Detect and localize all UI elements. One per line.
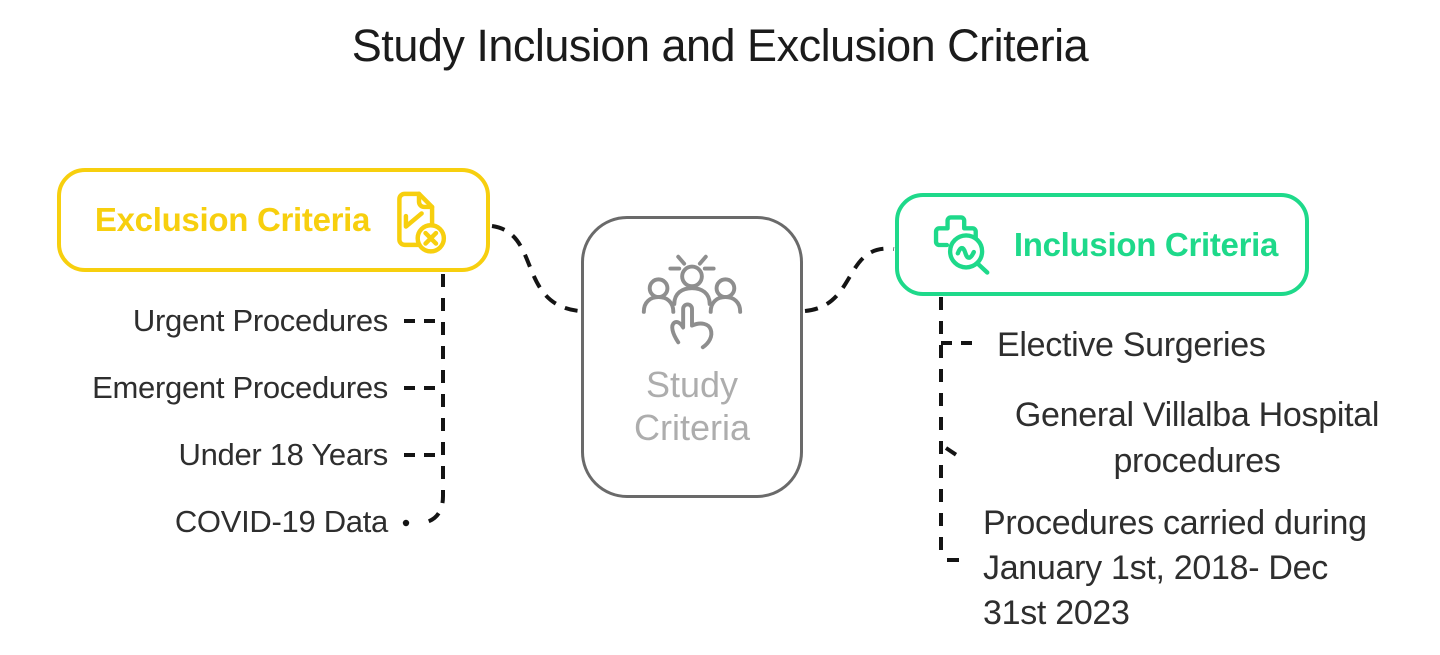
document-x-icon [397,191,447,254]
connector-exclusion-center [491,224,580,313]
study-criteria-box: Study Criteria [581,216,803,498]
inclusion-item: Elective Surgeries [997,326,1266,364]
exclusion-spine-line [422,274,445,525]
inclusion-criteria-label: Inclusion Criteria [1013,225,1279,263]
people-selection-icon [641,254,743,350]
exclusion-item: Under 18 Years [178,437,388,472]
inclusion-item: Procedures carried during January 1st, 2… [983,504,1367,632]
inclusion-branch-line [944,446,963,460]
medical-search-icon [933,214,990,275]
exclusion-item: Emergent Procedures [92,370,388,405]
exclusion-criteria-box: Exclusion Criteria [57,168,490,272]
inclusion-criteria-box: Inclusion Criteria [895,193,1309,296]
exclusion-item: COVID-19 Data [174,504,388,539]
connector-center-inclusion [804,246,895,313]
study-criteria-label-line: Criteria [633,407,750,448]
inclusion-item: General Villalba Hospital procedures [1014,396,1380,480]
exclusion-criteria-label: Exclusion Criteria [94,201,371,238]
study-criteria-label-line: Study [645,364,739,405]
exclusion-spine-end-dot [402,519,410,527]
diagram-title: Study Inclusion and Exclusion Criteria [351,20,1089,71]
exclusion-item: Urgent Procedures [132,303,388,338]
study-criteria-label: Study Criteria [634,363,750,449]
